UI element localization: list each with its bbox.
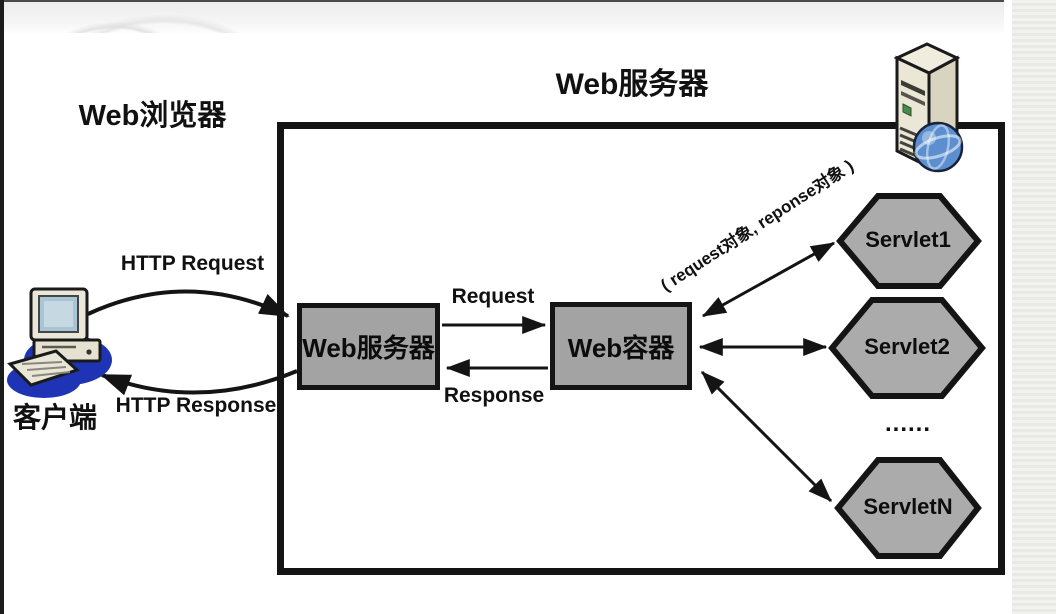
http-response-arrow — [100, 369, 298, 396]
web-server-region-title: Web服务器 — [555, 68, 709, 101]
servletN-label: ServletN — [863, 494, 953, 519]
screen — [38, 295, 79, 333]
web-container-node: Web容器 — [550, 302, 692, 390]
response-label: Response — [443, 384, 545, 407]
slide-top-edge — [0, 0, 1056, 2]
request-label: Request — [451, 285, 535, 308]
http-response-label: HTTP Response — [115, 394, 277, 417]
servlet2-label: Servlet2 — [864, 334, 950, 359]
slide-top-decoration — [4, 2, 1010, 33]
http-request-label: HTTP Request — [120, 252, 265, 275]
web-server-node-label: Web服务器 — [302, 333, 435, 363]
http-request-arrow — [87, 289, 290, 318]
web-server-region-box — [277, 122, 1005, 575]
slide-left-edge — [0, 0, 4, 614]
servlet1-label: Servlet1 — [865, 227, 951, 252]
web-server-node: Web服务器 — [297, 303, 440, 390]
web-container-node-label: Web容器 — [567, 332, 675, 363]
slide-right-stripes — [1012, 0, 1056, 614]
slide-right-gap — [1004, 0, 1012, 614]
servlet-ellipsis: ...... — [884, 410, 931, 437]
desktop-computer-icon — [7, 287, 112, 398]
keyboard — [7, 349, 80, 387]
web-browser-label: Web浏览器 — [78, 100, 227, 132]
client-label: 客户端 — [12, 402, 97, 433]
